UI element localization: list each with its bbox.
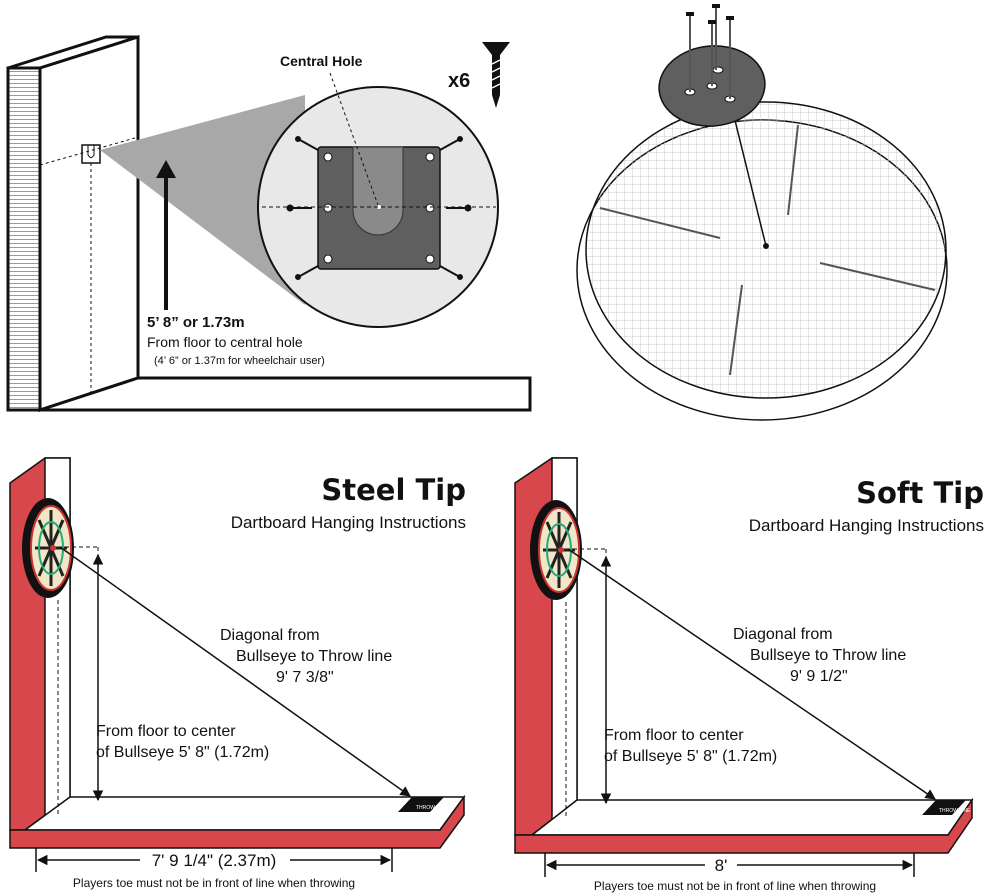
steel-diag-value: 9' 7 3/8" xyxy=(276,669,334,686)
screw-icon xyxy=(482,42,510,108)
steel-footnote: Players toe must not be in front of line… xyxy=(73,876,355,890)
zoom-cone xyxy=(100,95,305,305)
mount-height-label: 5’ 8” or 1.73m xyxy=(147,314,245,331)
steel-dartboard-icon xyxy=(22,498,74,598)
steel-throw-line xyxy=(398,797,444,812)
steel-distance: 7' 9 1/4" (2.37m) xyxy=(152,851,277,870)
steel-diag-label-1: Diagonal from xyxy=(220,627,320,644)
up-arrow-icon xyxy=(156,160,176,178)
steel-tip-panel: THROW LINE Steel Tip Dartboard Hanging I… xyxy=(9,457,466,890)
steel-tip-title: Steel Tip xyxy=(321,473,466,507)
steel-oche-label: THROW LINE xyxy=(416,805,448,811)
soft-tip-subtitle: Dartboard Hanging Instructions xyxy=(749,516,984,535)
steel-floor-label-1: From floor to center xyxy=(96,723,236,740)
soft-floor xyxy=(529,799,974,836)
mount-height-sub: From floor to central hole xyxy=(147,334,303,350)
steel-floor xyxy=(22,796,466,831)
board-back-panel xyxy=(576,4,948,421)
steel-floor-edge xyxy=(9,794,465,849)
steel-tip-subtitle: Dartboard Hanging Instructions xyxy=(231,513,466,532)
soft-floor-label-2: of Bullseye 5' 8" (1.72m) xyxy=(604,748,777,765)
soft-oche-label: THROW LINE xyxy=(939,808,971,814)
mount-height-note: (4’ 6” or 1.37m for wheelchair user) xyxy=(154,355,325,367)
soft-footnote: Players toe must not be in front of line… xyxy=(594,879,876,893)
soft-diag-label-1: Diagonal from xyxy=(733,626,833,643)
floor xyxy=(39,376,532,412)
screw-count: x6 xyxy=(448,70,470,92)
soft-dartboard-icon xyxy=(530,500,582,600)
wall-mount-panel: Central Hole x6 5’ 8” or 1.73m From floo… xyxy=(6,34,532,413)
soft-diag-label-2: Bullseye to Throw line xyxy=(750,647,906,664)
steel-diag-label-2: Bullseye to Throw line xyxy=(236,648,392,665)
bracket-marker xyxy=(81,144,101,164)
soft-distance: 8' xyxy=(715,856,728,875)
board-back xyxy=(585,101,947,399)
soft-tip-title: Soft Tip xyxy=(856,476,984,510)
wall-front xyxy=(38,34,140,413)
central-hole-label: Central Hole xyxy=(280,53,363,69)
central-hole xyxy=(377,205,381,209)
soft-diag-value: 9' 9 1/2" xyxy=(790,668,848,685)
steel-floor-label-2: of Bullseye 5' 8" (1.72m) xyxy=(96,744,269,761)
wall-side xyxy=(6,66,42,412)
soft-throw-line xyxy=(922,800,966,815)
soft-tip-panel: THROW LINE Soft Tip Dartboard Hanging In… xyxy=(514,457,984,893)
nails-icon xyxy=(689,6,731,99)
soft-floor-edge xyxy=(514,797,973,854)
soft-floor-label-1: From floor to center xyxy=(604,727,744,744)
